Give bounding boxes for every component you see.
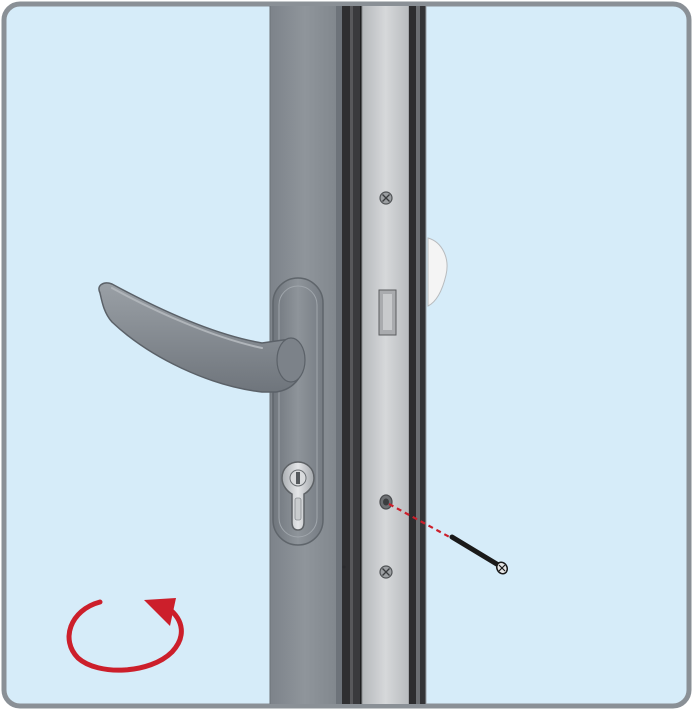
cylinder-screw-hole bbox=[380, 495, 392, 509]
seal-strip-inner bbox=[353, 0, 360, 710]
handle-rose bbox=[277, 338, 305, 382]
seal-strip-outer bbox=[342, 0, 350, 710]
stile-edge bbox=[336, 0, 342, 710]
frame-channel bbox=[409, 0, 416, 710]
faceplate-screw-top bbox=[380, 192, 392, 204]
faceplate-screw-bottom bbox=[380, 566, 392, 578]
lock-faceplate bbox=[362, 0, 409, 710]
